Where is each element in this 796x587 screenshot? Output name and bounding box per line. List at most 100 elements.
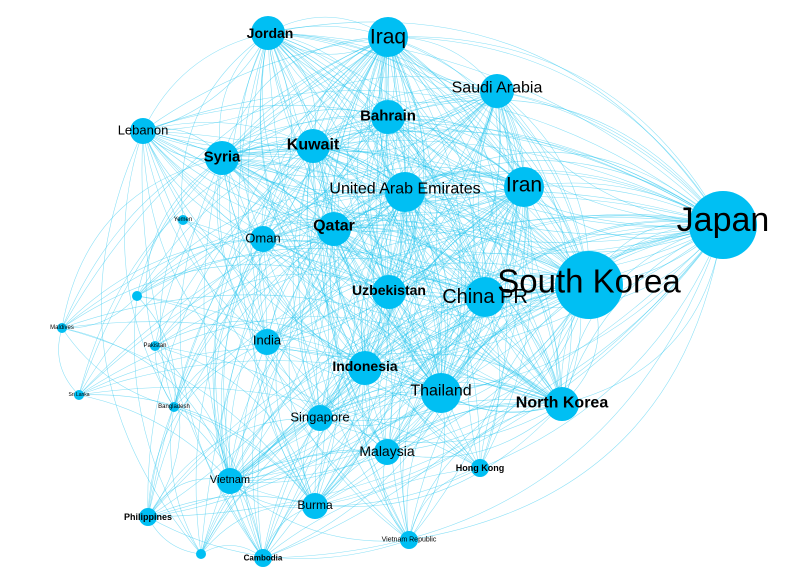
edge-iran-hong-kong (467, 186, 525, 469)
edge-south-korea-qatar (333, 211, 590, 286)
edge-uzbekistan-lebanon (142, 130, 390, 293)
label-china-pr: China PR (442, 286, 528, 308)
edge-uzbekistan-burma (314, 291, 390, 507)
node-sri-lanka (74, 390, 84, 400)
node-singapore (307, 405, 333, 431)
node-syria (205, 141, 239, 175)
edge-maldives-bangladesh (61, 327, 175, 408)
edge-kuwait-lebanon (142, 122, 314, 147)
edge-oman-singapore (262, 238, 321, 419)
edge-saudi-arabia-north-korea (478, 90, 563, 405)
edge-unlabeled-1-unlabeled-2 (134, 295, 202, 555)
edge-oman-maldives (61, 238, 264, 329)
edge-saudi-arabia-vietnam (229, 90, 498, 482)
edge-syria-burma (221, 157, 340, 507)
node-saudi-arabia (480, 74, 514, 108)
edge-qatar-cambodia (252, 228, 335, 559)
node-uae (385, 172, 425, 212)
edge-iran-thailand (437, 186, 525, 394)
edge-lebanon-unlabeled-2 (101, 130, 202, 555)
edge-jordan-yemen (181, 32, 269, 221)
node-bahrain (371, 100, 405, 134)
edge-saudi-arabia-vietnam (229, 90, 498, 482)
edge-indonesia-cambodia (262, 367, 366, 559)
edge-uae-north-korea (404, 191, 563, 405)
edge-india-vietnam-republic (266, 341, 410, 541)
node-yemen (178, 215, 188, 225)
edge-iran-hong-kong (479, 186, 533, 469)
edge-iraq-sri-lanka (78, 36, 389, 396)
edge-china-pr-philippines (147, 296, 486, 518)
edge-jordan-singapore (229, 32, 321, 419)
edge-jordan-oman (240, 32, 269, 240)
edge-japan-vietnam-republic (408, 224, 724, 541)
edge-jordan-syria (219, 32, 269, 159)
edge-japan-north-korea (561, 224, 724, 405)
edge-north-korea-malaysia (386, 403, 563, 458)
edge-japan-jordan (267, 32, 724, 226)
edge-kuwait-north-korea (312, 145, 563, 405)
edge-jordan-lebanon (142, 32, 269, 132)
edge-thailand-unlabeled-2 (200, 392, 442, 555)
edge-north-korea-oman (262, 238, 563, 405)
edge-iran-jordan (267, 32, 525, 188)
edge-syria-uzbekistan (221, 157, 390, 293)
edge-indonesia-vietnam (229, 367, 366, 482)
label-uae: United Arab Emirates (329, 181, 480, 198)
label-thailand: Thailand (410, 383, 471, 400)
label-south-korea: South Korea (497, 263, 681, 300)
edge-iran-vietnam-republic (390, 186, 525, 541)
node-unlabeled-1 (132, 291, 142, 301)
node-vietnam (217, 468, 243, 494)
edge-thailand-maldives (61, 321, 442, 394)
label-yemen: Yemen (174, 217, 192, 223)
edge-iraq-unlabeled-2 (200, 36, 389, 555)
edge-philippines-unlabeled-2 (147, 516, 202, 555)
edge-vietnam-sri-lanka (78, 394, 231, 482)
node-maldives (57, 323, 67, 333)
edge-japan-indonesia (364, 224, 724, 369)
edge-kuwait-india (266, 145, 330, 343)
edge-iran-sri-lanka (78, 186, 525, 396)
label-japan: Japan (677, 201, 770, 239)
edge-iran-malaysia (384, 186, 525, 453)
edge-saudi-arabia-malaysia (377, 90, 498, 453)
edge-kuwait-indonesia (307, 145, 366, 369)
edge-uae-burma (314, 191, 417, 507)
edge-thailand-syria (221, 157, 442, 394)
edge-japan-pakistan (154, 216, 724, 347)
edge-japan-saudi-arabia (496, 90, 724, 226)
edge-oman-unlabeled-1 (136, 238, 264, 297)
edge-saudi-arabia-north-korea (496, 90, 573, 405)
edge-iraq-uzbekistan (387, 36, 424, 293)
edge-syria-vietnam (203, 157, 231, 482)
edge-burma-bangladesh (173, 406, 316, 507)
node-layer (57, 16, 757, 567)
edge-jordan-indonesia (259, 32, 366, 369)
edge-bahrain-unlabeled-1 (136, 116, 389, 297)
edge-north-korea-maldives (61, 294, 563, 405)
node-malaysia (374, 439, 400, 465)
label-cambodia: Cambodia (244, 554, 283, 563)
label-india: India (253, 333, 282, 348)
edge-maldives-unlabeled-1 (61, 295, 138, 329)
edge-kuwait-indonesia (312, 145, 384, 369)
node-china-pr (465, 277, 505, 317)
edge-south-korea-cambodia (262, 284, 590, 559)
label-bangladesh: Bangladesh (158, 404, 190, 410)
edge-china-pr-malaysia (386, 296, 486, 453)
node-philippines (139, 508, 157, 526)
edge-china-pr-bahrain (387, 116, 486, 298)
edge-japan-vietnam-republic (408, 224, 724, 541)
edge-thailand-qatar (333, 228, 442, 394)
edge-south-korea-indonesia (364, 275, 590, 369)
edge-iran-unlabeled-1 (136, 183, 525, 297)
label-bahrain: Bahrain (360, 108, 416, 125)
edge-japan-indonesia (364, 224, 724, 369)
node-unlabeled-2 (196, 549, 206, 559)
edge-lebanon-bangladesh (124, 130, 175, 408)
edge-bahrain-sri-lanka (78, 116, 389, 396)
edge-bahrain-north-korea (387, 116, 563, 405)
edge-pakistan-bangladesh (154, 345, 175, 408)
